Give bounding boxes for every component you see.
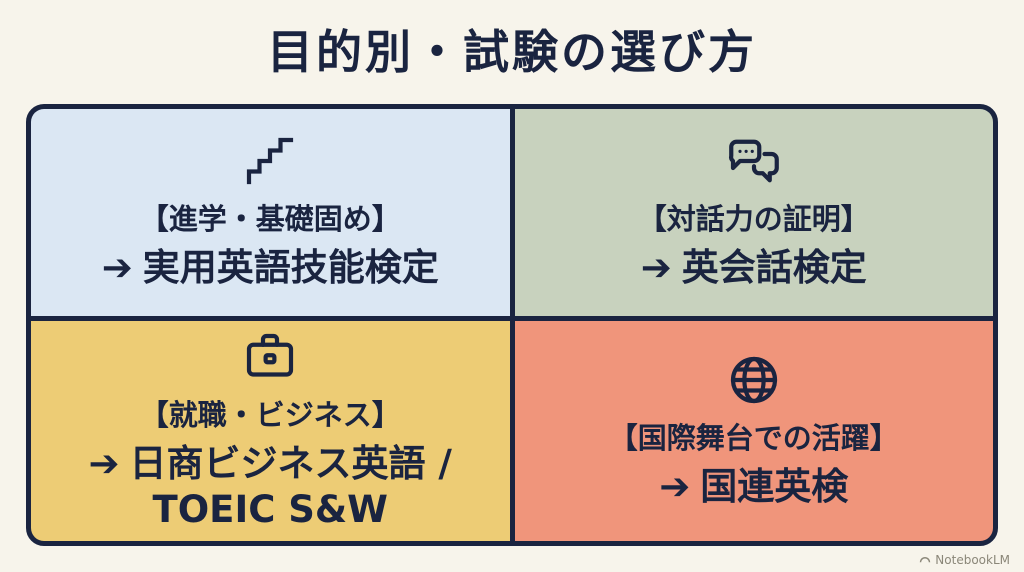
watermark-label: NotebookLM xyxy=(935,553,1010,567)
category-label: 【対話力の証明】 xyxy=(637,202,870,237)
exam-text: 実用英語技能検定 xyxy=(142,246,439,290)
globe-icon xyxy=(726,352,782,408)
arrow-icon: ➔ xyxy=(101,246,133,290)
watermark: NotebookLM xyxy=(919,553,1010,567)
exam-text: 国連英検 xyxy=(700,464,849,508)
quadrant-conversation-proof: 【対話力の証明】 ➔英会話検定 xyxy=(514,109,993,316)
quadrant-study-advancement: 【進学・基礎固め】 ➔実用英語技能検定 xyxy=(31,109,510,316)
arrow-icon: ➔ xyxy=(640,246,672,290)
exam-text: 英会話検定 xyxy=(681,246,867,290)
exam-name: ➔国連英検 xyxy=(659,464,848,510)
exam-name: ➔英会話検定 xyxy=(641,245,867,291)
exam-name: ➔日商ビジネス英語 / TOEIC S&W xyxy=(89,441,452,534)
quadrant-grid: 【進学・基礎固め】 ➔実用英語技能検定 【対話力の証明】 ➔英会話検定 xyxy=(26,104,998,546)
exam-text: 日商ビジネス英語 / TOEIC S&W xyxy=(129,441,452,531)
arrow-icon: ➔ xyxy=(88,441,120,485)
page-title: 目的別・試験の選び方 xyxy=(267,25,757,79)
category-label: 【進学・基礎固め】 xyxy=(139,202,401,237)
exam-name: ➔実用英語技能検定 xyxy=(102,245,439,291)
quadrant-international-stage: 【国際舞台での活躍】 ➔国連英検 xyxy=(514,320,993,541)
category-label: 【国際舞台での活躍】 xyxy=(608,420,899,455)
notebooklm-logo-icon xyxy=(920,557,931,563)
quadrant-employment-business: 【就職・ビジネス】 ➔日商ビジネス英語 / TOEIC S&W xyxy=(31,320,510,541)
category-label: 【就職・ビジネス】 xyxy=(139,397,401,432)
stairs-icon xyxy=(242,133,298,189)
briefcase-icon xyxy=(242,329,298,385)
speech-bubbles-icon xyxy=(726,133,782,189)
arrow-icon: ➔ xyxy=(659,464,691,508)
